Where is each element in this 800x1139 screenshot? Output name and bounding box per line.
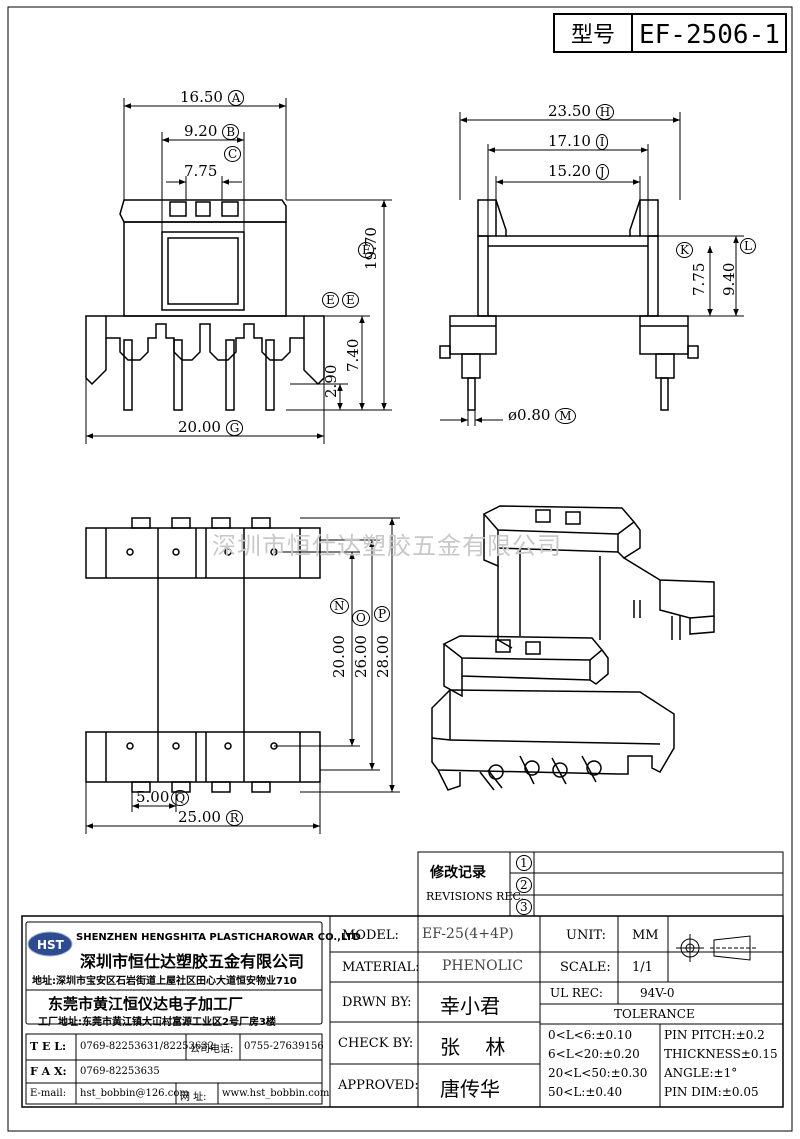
tolerance-3: 50<L:±0.40 <box>548 1085 623 1099</box>
dim-e-tag: E <box>342 292 359 308</box>
spec-model-label: MODEL: <box>342 928 399 943</box>
fax-value: 0769-82253635 <box>80 1066 160 1077</box>
email-value[interactable]: hst_bobbin@126.com <box>80 1088 189 1099</box>
spec-unit-label: UNIT: <box>566 928 607 943</box>
dim-c-tag: C <box>224 146 242 162</box>
front-view <box>85 199 325 411</box>
dim-k: 7.75 <box>690 262 708 296</box>
company-address: 地址:深圳市宝安区石岩街道上屋社区田心大道恒安物业710 <box>32 976 297 987</box>
bottom-view-dimensions <box>85 517 400 834</box>
tolerance-0: 0<L<6:±0.10 <box>548 1028 633 1042</box>
dim-g: 20.00 G <box>178 418 244 436</box>
revision-2: 2 <box>516 877 532 893</box>
dim-o-tag: O <box>352 610 370 626</box>
dim-c: 7.75 <box>184 162 218 180</box>
company-logo: HST <box>27 931 73 957</box>
factory-name: 东莞市黄江恒仪达电子加工厂 <box>48 995 244 1013</box>
spec-ul-label: UL REC: <box>550 986 603 1000</box>
spec-scale-label: SCALE: <box>560 960 611 975</box>
dim-k-tag: K <box>676 242 693 258</box>
side-view <box>439 199 699 411</box>
tel-value: 0769-82253631/82253632 <box>80 1041 214 1052</box>
spec-check-value: 张 林 <box>440 1035 506 1059</box>
dim-i: 17.10 I <box>548 132 609 150</box>
company-tel-value: 0755-27639156 <box>244 1041 324 1052</box>
dim-e: 7.40 <box>344 338 362 372</box>
spec-approved-label: APPROVED: <box>338 1078 419 1093</box>
company-name-cn: 深圳市恒仕达塑胶五金有限公司 <box>80 952 305 971</box>
title-block <box>21 851 784 1108</box>
dim-r: 25.00 R <box>178 808 243 826</box>
front-view-dimensions <box>85 98 392 444</box>
spec-check-label: CHECK BY: <box>338 1036 414 1051</box>
watermark: 深圳市恒仕达塑胶五金有限公司 <box>212 532 562 560</box>
dim-e2: 2.90 <box>322 364 340 398</box>
tolerance-2: 20<L<50:±0.30 <box>548 1066 648 1080</box>
dim-n: 20.00 <box>330 635 348 678</box>
dim-a: 16.50 A <box>180 88 245 106</box>
spec-tolerance-label: TOLERANCE <box>614 1007 695 1021</box>
dim-e-dup-tag: E <box>322 292 339 308</box>
tolerance2-1: THICKNESS±0.15 <box>664 1047 778 1061</box>
spec-unit-value: MM <box>632 928 659 943</box>
dim-p: 28.00 <box>374 635 392 678</box>
dim-h: 23.50 H <box>548 102 615 120</box>
dim-n-tag: N <box>330 598 349 614</box>
dim-b: 9.20 B <box>184 122 240 140</box>
dim-p-tag: P <box>374 606 391 622</box>
dim-j: 15.20 J <box>548 162 609 180</box>
dim-f-tag: F <box>358 242 375 258</box>
spec-approved-value: 唐传华 <box>440 1077 500 1101</box>
spec-model-value: EF-25(4+4P) <box>422 926 514 942</box>
model-header-value: EF-2506-1 <box>639 20 780 50</box>
dim-m: ø0.80 M <box>508 406 576 424</box>
revision-1: 1 <box>516 855 532 871</box>
email-label: E-mail: <box>30 1088 67 1099</box>
model-header-label: 型号 <box>571 23 615 48</box>
company-name-en: SHENZHEN HENGSHITA PLASTICHAROWAR CO.,LT… <box>76 932 361 943</box>
side-view-dimensions <box>440 112 744 426</box>
spec-scale-value: 1/1 <box>632 960 653 975</box>
company-tel-label: 公司电话: <box>190 1044 234 1055</box>
tolerance2-2: ANGLE:±1° <box>664 1066 738 1080</box>
spec-drawn-label: DRWN BY: <box>342 995 412 1010</box>
tolerance-1: 6<L<20:±0.20 <box>548 1047 640 1061</box>
web-value[interactable]: www.hst_bobbin.com <box>222 1088 330 1099</box>
fax-label: F A X: <box>30 1065 67 1078</box>
tel-label: T E L: <box>30 1040 67 1053</box>
revisions-label-en: REVISIONS REC. <box>426 890 524 903</box>
spec-material-value: PHENOLIC <box>442 958 524 974</box>
dim-l-tag: L <box>740 238 756 254</box>
spec-drawn-value: 幸小君 <box>440 994 500 1018</box>
tolerance2-0: PIN PITCH:±0.2 <box>664 1028 765 1042</box>
isometric-view <box>431 505 715 791</box>
web-label: 网 址: <box>180 1092 207 1103</box>
dim-f: 19.70 <box>362 227 380 270</box>
revision-3: 3 <box>516 899 532 915</box>
revisions-label-cn: 修改记录 <box>430 865 486 881</box>
sheet-border <box>7 6 793 1132</box>
bottom-view <box>85 517 321 793</box>
dim-l: 9.40 <box>720 262 738 296</box>
spec-ul-value: 94V-0 <box>640 986 675 1000</box>
model-header-box <box>553 13 787 53</box>
logo-text: HST <box>37 938 65 952</box>
factory-address: 工厂地址:东莞市黄江镇大冚村富源工业区2号厂房3楼 <box>38 1017 276 1028</box>
tolerance2-3: PIN DIM:±0.05 <box>664 1085 759 1099</box>
dim-o: 26.00 <box>352 635 370 678</box>
spec-material-label: MATERIAL: <box>342 960 420 975</box>
